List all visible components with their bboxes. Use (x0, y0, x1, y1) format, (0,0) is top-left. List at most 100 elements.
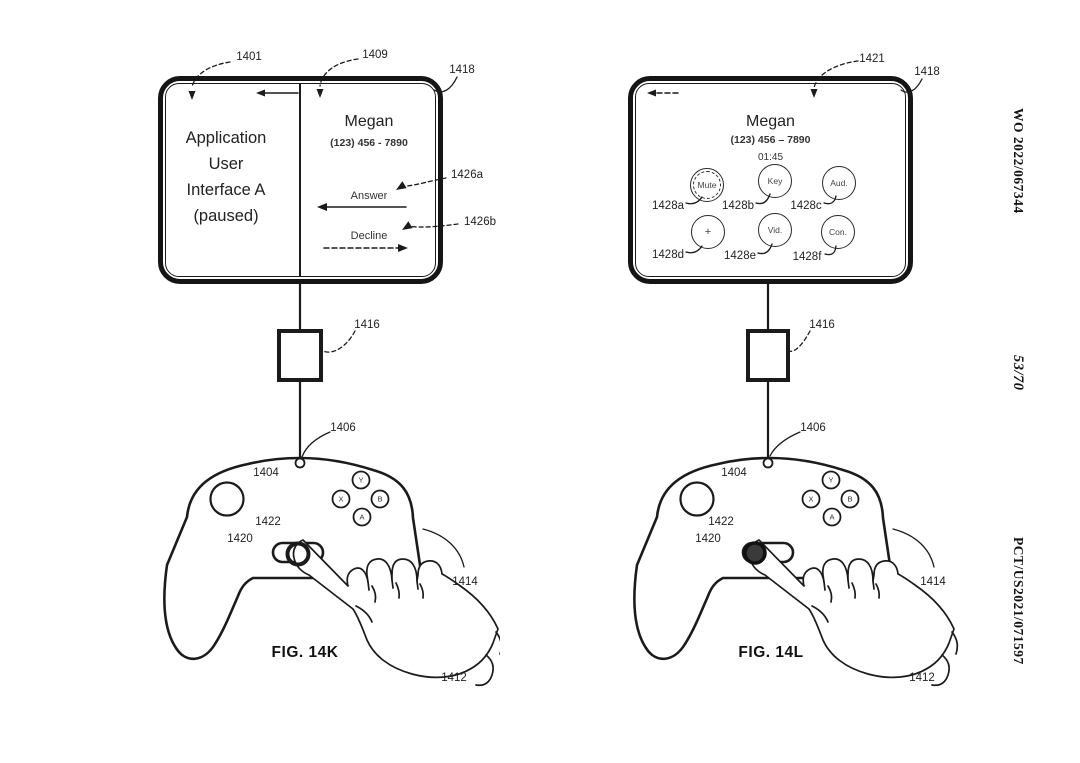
ref-1412: 1412 (909, 672, 935, 684)
slider-control (741, 541, 795, 564)
app-panel-line: User (208, 155, 244, 173)
face-button-a: A (359, 512, 365, 522)
game-controller (633, 456, 894, 661)
face-button-x: X (338, 494, 344, 504)
ref-1406: 1406 (800, 422, 826, 434)
answer-label: Answer (350, 190, 388, 202)
add-call-label: + (704, 226, 712, 238)
ref-1418: 1418 (914, 66, 940, 78)
leader-1422 (730, 525, 754, 545)
leader-1416 (788, 330, 811, 352)
app-panel-line: Interface A (186, 181, 266, 199)
caller-name: Megan (746, 113, 795, 130)
sheet-number: 53/70 (1010, 355, 1026, 391)
screen-divider (299, 84, 302, 276)
tablet-display-14k: Application User Interface A (paused) Me… (158, 76, 443, 284)
leader-1420 (715, 544, 742, 556)
wireless-receiver-dot (762, 457, 774, 469)
ref-1428d: 1428d (652, 249, 684, 261)
leader-1412 (882, 660, 909, 676)
add-call-button: + (691, 215, 725, 249)
ref-1426b: 1426b (464, 216, 496, 228)
keypad-button: Key (758, 164, 792, 198)
face-button-y: Y (358, 475, 364, 485)
ref-1404: 1404 (253, 467, 279, 479)
leader-1412 (414, 660, 441, 676)
contacts-label: Con. (829, 227, 847, 237)
contacts-button: Con. (821, 215, 855, 249)
slider-thumb (743, 541, 767, 565)
hand (748, 539, 959, 687)
dongle-connector (746, 284, 790, 458)
tablet-screen-bezel (635, 83, 906, 277)
ref-1428e: 1428e (724, 250, 756, 262)
ref-1404: 1404 (721, 467, 747, 479)
incoming-call-panel: Megan (123) 456 - 7890 Answer Decline (300, 81, 438, 279)
leader-1406 (301, 431, 331, 458)
joystick (679, 481, 715, 517)
ref-1426a: 1426a (451, 169, 483, 181)
face-button-y: Y (828, 475, 834, 485)
keypad-label: Key (767, 176, 783, 186)
video-label: Vid. (767, 225, 783, 235)
face-button-a: A (829, 512, 835, 522)
ref-1421: 1421 (859, 53, 885, 65)
leader-1414 (892, 528, 935, 568)
audio-label: Aud. (830, 178, 848, 188)
ref-1428c: 1428c (790, 200, 822, 212)
ref-1428f: 1428f (792, 251, 822, 263)
publication-number: WO 2022/067344 (1011, 107, 1026, 214)
ref-1412: 1412 (441, 672, 467, 684)
application-number: PCT/US2021/071597 (1011, 537, 1026, 665)
ref-1418: 1418 (449, 64, 475, 76)
leader-1416 (322, 330, 356, 353)
ref-1414: 1414 (920, 576, 946, 588)
caller-phone: (123) 456 - 7890 (330, 137, 408, 149)
caller-name: Megan (344, 113, 394, 130)
slider-control (271, 541, 325, 564)
hand (292, 539, 500, 687)
ref-1428b: 1428b (722, 200, 754, 212)
dongle-connector (277, 284, 323, 458)
ref-1422: 1422 (255, 516, 281, 528)
tablet-display-14l: Megan (123) 456 – 7890 01:45 Mute Key Au… (628, 76, 913, 284)
ref-1406: 1406 (330, 422, 356, 434)
leader-1404 (712, 477, 757, 503)
joystick (209, 481, 245, 517)
audio-button: Aud. (822, 166, 856, 200)
ref-1422: 1422 (708, 516, 734, 528)
ref-1420: 1420 (695, 533, 721, 545)
figure-14k: Application User Interface A (paused) Me… (150, 40, 500, 725)
active-call-screen: Megan (123) 456 – 7890 01:45 (633, 81, 908, 279)
figure-caption-14l: FIG. 14L (738, 644, 804, 661)
figure-caption-14k: FIG. 14K (271, 644, 339, 661)
ref-1420: 1420 (227, 533, 253, 545)
ref-1409: 1409 (362, 49, 388, 61)
selection-ring (693, 171, 721, 199)
caller-phone: (123) 456 – 7890 (730, 134, 811, 146)
slider-thumb (285, 541, 311, 567)
wireless-receiver-dot (294, 457, 306, 469)
face-button-x: X (808, 494, 814, 504)
leader-1414 (422, 528, 465, 568)
game-controller (163, 456, 424, 661)
decline-label: Decline (350, 230, 388, 242)
leader-1420 (248, 544, 275, 555)
app-panel-line: Application (185, 129, 267, 147)
call-timer: 01:45 (757, 152, 784, 163)
leader-1404 (243, 477, 289, 503)
face-button-b: B (377, 494, 383, 504)
ref-1416: 1416 (354, 319, 380, 331)
ref-1416: 1416 (809, 319, 835, 331)
ref-1428a: 1428a (652, 200, 684, 212)
leader-1422 (277, 526, 298, 546)
mute-button: Mute (690, 168, 724, 202)
face-button-b: B (847, 494, 853, 504)
figure-14l: Megan (123) 456 – 7890 01:45 Mute Key Au… (620, 40, 970, 725)
app-panel-line: (paused) (193, 207, 259, 225)
ref-1401: 1401 (236, 51, 262, 63)
ref-1414: 1414 (452, 576, 478, 588)
leader-1406 (769, 431, 801, 457)
app-panel: Application User Interface A (paused) (165, 125, 287, 229)
